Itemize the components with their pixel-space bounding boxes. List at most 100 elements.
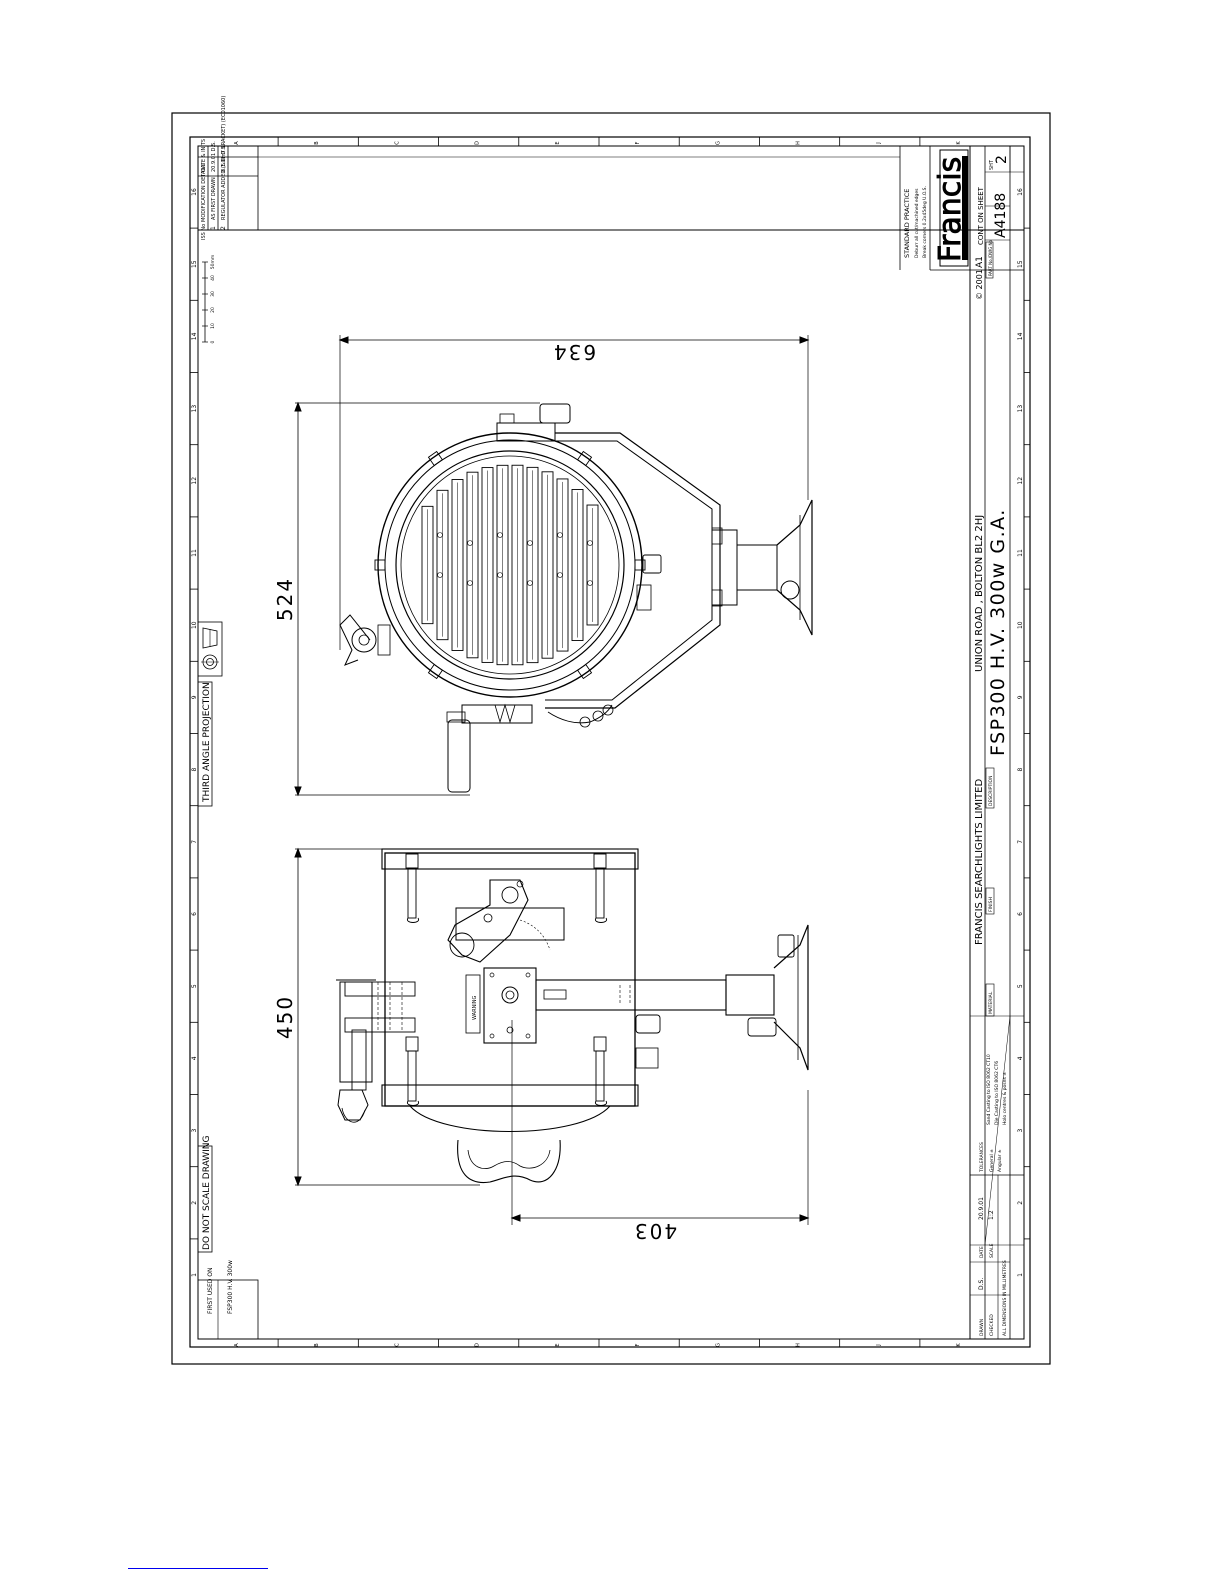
scale-tick-label: 40 (210, 275, 216, 281)
louvre-blade (571, 489, 584, 641)
revision-1-iss: 1 (210, 226, 217, 230)
dimension-450: 450 (273, 995, 297, 1039)
zone-number: 3 (1017, 1129, 1024, 1133)
zone-number: 2 (191, 1201, 198, 1205)
zone-letter: E (555, 141, 561, 144)
louvre-blade (511, 464, 524, 666)
barrel-clip (593, 853, 607, 869)
scale-tick-label: 50mm (210, 255, 216, 270)
barrel-clip (405, 853, 419, 869)
drawing-area-frame (197, 145, 1025, 1340)
dimension-634: 634 (552, 340, 596, 364)
zone-letter: C (394, 1343, 400, 1347)
standard-practice-title: STANDARD PRACTICE (903, 189, 911, 258)
description-label: DESCRIPTION (988, 776, 994, 806)
zone-letter: J (876, 1344, 882, 1346)
zone-number: 12 (191, 477, 198, 485)
zone-letter: A (234, 141, 240, 145)
zone-number: 7 (191, 840, 198, 844)
zone-letter: K (956, 1343, 962, 1347)
side-view-searchlight: WARNING (294, 847, 810, 1225)
zone-number: 11 (1017, 549, 1024, 557)
zone-letter: K (956, 141, 962, 145)
rim-clip (576, 663, 593, 680)
part-no-label: PART No./DWG No (988, 240, 993, 276)
zone-number: 14 (1017, 332, 1024, 340)
coating-line-1: Sand Casting to ISO 8062 CT10 (986, 1054, 992, 1125)
border-zone-frame (189, 136, 1031, 1348)
tolerances-label: TOLERANCES (979, 1142, 985, 1173)
do-not-scale-note: DO NOT SCALE DRAWING (197, 1135, 213, 1253)
zone-letter: A (234, 1343, 240, 1347)
date-label: DATE (979, 1246, 985, 1258)
finish-label: FINISH (988, 897, 994, 912)
scale-tick-label: 10 (210, 323, 216, 329)
copyright-text: © 2001 (975, 269, 984, 300)
zone-letter: E (555, 1343, 561, 1346)
do-not-scale-text: DO NOT SCALE DRAWING (202, 1135, 212, 1250)
zone-number: 8 (191, 768, 198, 772)
zone-letter: C (394, 141, 400, 145)
standard-practice-line-2: Break corners 0.2x45deg U.O.S. (922, 186, 928, 258)
zone-number: 1 (1017, 1273, 1024, 1277)
rim-clip (374, 559, 386, 571)
zone-number: 9 (1017, 695, 1024, 699)
francis-logo: Francis SEARCHLIGHTS (929, 146, 969, 270)
louvre-blade (451, 479, 464, 651)
rim-clip (427, 450, 444, 467)
rim-clip (427, 663, 444, 680)
zone-number: 4 (1017, 1056, 1024, 1060)
first-used-on-box: FIRST USED ON FSP300 H.V. 300w (197, 1260, 259, 1340)
drawn-by: D.S. (978, 1278, 985, 1290)
footer-link-underline (128, 1568, 268, 1569)
zone-number: 16 (1017, 188, 1024, 196)
zone-letter: J (876, 142, 882, 144)
rim-clip (576, 450, 593, 467)
louvre-blade (496, 464, 509, 666)
date-value: 20.9.01 (978, 1197, 985, 1220)
zone-letter: B (314, 141, 320, 145)
zone-number: 10 (191, 621, 198, 629)
zone-number: 1 (191, 1273, 198, 1277)
revision-2-iss: 2 (220, 226, 227, 230)
drawing-description: FSP300 H.V. 300w G.A. (987, 508, 1009, 756)
dimension-524: 524 (273, 577, 297, 621)
tolerance-general: General ± (989, 1149, 995, 1172)
scale-value: 1:2 (988, 1210, 995, 1220)
revision-table: ISS No MODIFICATION DETAILS DATE & INITS… (198, 96, 1024, 240)
coating-line-3: Holo centres & posns ± (1002, 1072, 1008, 1125)
barrel-clip (405, 1036, 419, 1052)
scale-tick-label: 0 (210, 340, 216, 343)
louvre-blade (421, 505, 434, 625)
louvre-blade (481, 467, 494, 663)
part-number: A4188 (993, 193, 1009, 238)
outer-frame (171, 112, 1051, 1365)
revision-header-details: MODIFICATION DETAILS (201, 163, 207, 222)
zone-number: 6 (191, 912, 198, 916)
title-block: © 2001 A1 CONT ON SHEET PART No./DWG No … (930, 146, 1024, 1339)
zone-letter: D (475, 1343, 481, 1347)
louvre-blade (436, 489, 449, 641)
revision-1-details: AS FIRST DRAWN (211, 177, 217, 220)
zone-number: 15 (191, 260, 198, 268)
rim-clip (634, 559, 646, 571)
warning-label: WARNING (472, 995, 478, 1020)
projection-text: THIRD ANGLE PROJECTION (202, 682, 212, 803)
first-used-on-value: FSP300 H.V. 300w (227, 1260, 234, 1314)
first-used-on-label: FIRST USED ON (207, 1268, 214, 1315)
units-note: ALL DIMENSIONS IN MILLIMETRES (1002, 1260, 1008, 1336)
sheet-size: A1 (975, 256, 985, 268)
zone-number: 5 (191, 984, 198, 988)
louvre-blade (556, 478, 569, 652)
company-address: UNION ROAD , BOLTON BL2 2HJ (974, 515, 985, 672)
revision-header-date: DATE & INITS (201, 139, 207, 172)
scale-tick-label: 30 (210, 291, 216, 297)
zone-letter: G (715, 1343, 721, 1347)
standard-practice-block: STANDARD PRACTICE Deburr all cut/machine… (899, 146, 928, 270)
scale-label: SCALE (989, 1243, 995, 1258)
zone-letter: H (796, 1343, 802, 1347)
zone-number: 12 (1017, 477, 1024, 485)
zone-number: 4 (191, 1056, 198, 1060)
